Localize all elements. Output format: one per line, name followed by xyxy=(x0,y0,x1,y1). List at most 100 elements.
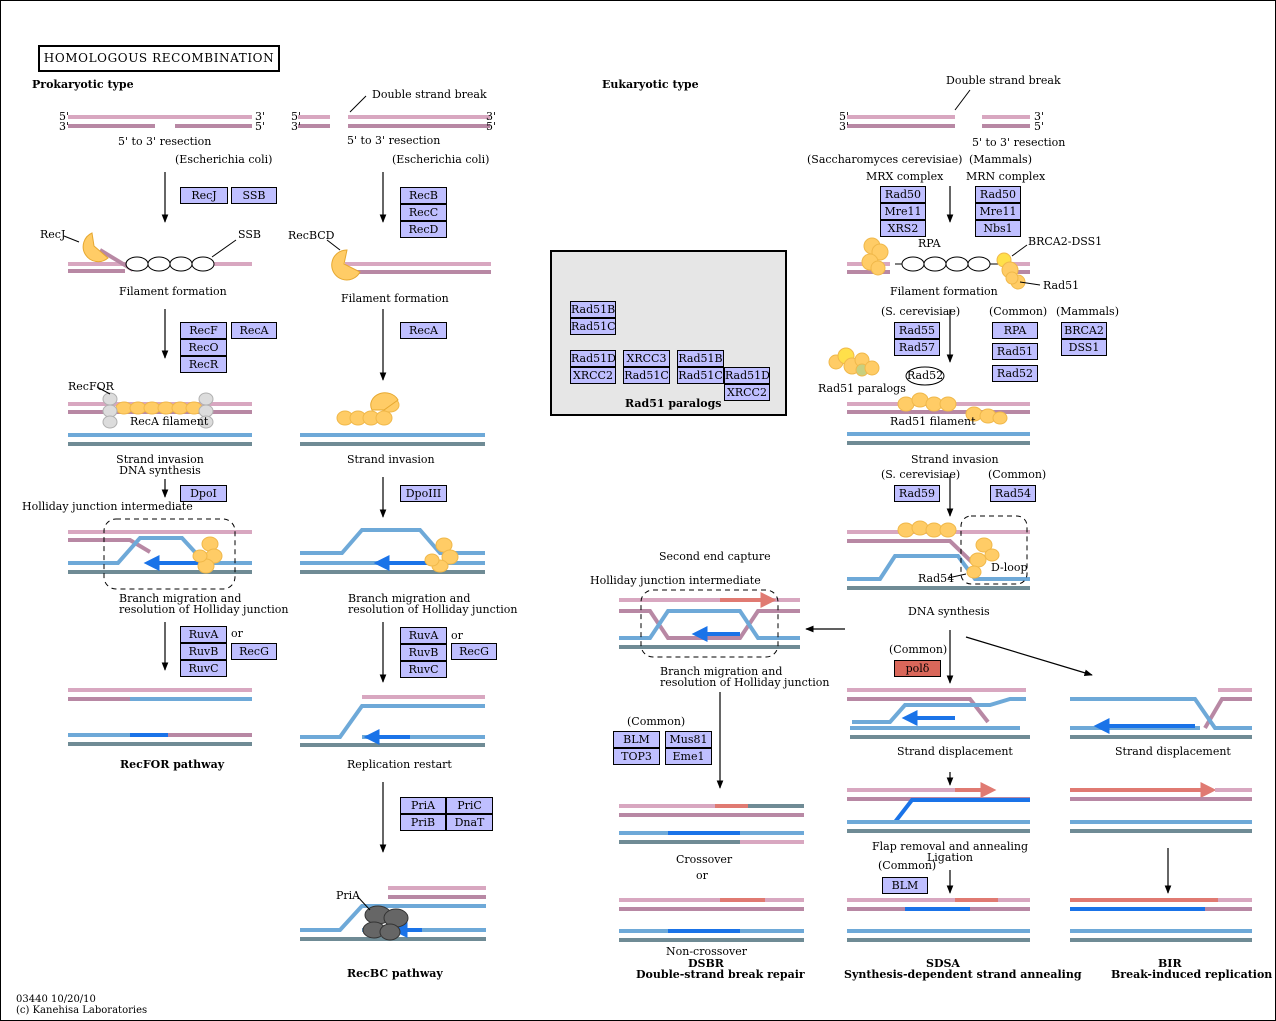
branch-migration-label: Branch migration and resolution of Holli… xyxy=(660,665,830,689)
gene-recg[interactable]: RecG xyxy=(451,643,497,660)
end-5-label: 5' xyxy=(486,120,497,133)
gene-xrcc2[interactable]: XRCC2 xyxy=(724,384,770,401)
gene-brca2[interactable]: BRCA2 xyxy=(1061,322,1107,339)
ssb-label: SSB xyxy=(238,228,261,241)
euk-arrows xyxy=(716,186,1172,894)
gene-rad51d[interactable]: Rad51D xyxy=(570,350,616,367)
gene-xrcc2[interactable]: XRCC2 xyxy=(570,367,616,384)
end-3-label: 3' xyxy=(839,120,850,133)
sdsa-displacement xyxy=(847,688,1030,739)
gene-recj[interactable]: RecJ xyxy=(180,187,228,204)
sdsa-product xyxy=(847,898,1030,942)
map-id: 03440 10/20/10 xyxy=(16,994,96,1005)
common-label: (Common) xyxy=(889,643,948,656)
gene-mus81[interactable]: Mus81 xyxy=(665,731,712,748)
second-end-capture-label: Second end capture xyxy=(659,550,771,563)
end-5-label: 5' xyxy=(59,110,70,123)
rpa-label: RPA xyxy=(918,237,941,250)
gene-pria[interactable]: PriA xyxy=(400,797,446,814)
gene-reca[interactable]: RecA xyxy=(231,322,277,339)
euk-dsb-dna xyxy=(847,89,1030,128)
gene-dpoi[interactable]: DpoI xyxy=(180,485,227,502)
gene-blm[interactable]: BLM xyxy=(613,731,660,748)
rad51-label: Rad51 xyxy=(1043,279,1080,292)
gene-pol-delta[interactable]: polδ xyxy=(894,660,941,677)
holliday-junction-label: Holliday junction intermediate xyxy=(22,500,193,513)
strand-invasion-label: Strand invasion xyxy=(911,453,999,466)
recbc-dsb-dna xyxy=(298,95,490,128)
mammals-label: (Mammals) xyxy=(969,153,1032,166)
gene-mre11[interactable]: Mre11 xyxy=(975,203,1021,220)
holliday-junction-recfor xyxy=(68,518,252,590)
gene-reca[interactable]: RecA xyxy=(400,322,447,339)
gene-recb[interactable]: RecB xyxy=(400,187,447,204)
gene-blm[interactable]: BLM xyxy=(882,877,928,894)
common-label: (Common) xyxy=(988,468,1047,481)
gene-dnat[interactable]: DnaT xyxy=(446,814,493,831)
gene-ruvc[interactable]: RuvC xyxy=(400,661,447,678)
rad54-label: Rad54 xyxy=(918,572,955,585)
gene-reco[interactable]: RecO xyxy=(180,339,227,356)
gene-rad55[interactable]: Rad55 xyxy=(894,322,940,339)
gene-rad51b[interactable]: Rad51B xyxy=(677,350,724,367)
gene-ruvb[interactable]: RuvB xyxy=(400,644,447,661)
branch-migration-label: Branch migration and resolution of Holli… xyxy=(119,592,289,616)
rad51-paralog-group-graphic xyxy=(828,347,880,377)
recfor-product-dna xyxy=(68,688,252,746)
strand-invasion-label: Strand invasion xyxy=(347,453,435,466)
gene-ssb[interactable]: SSB xyxy=(231,187,277,204)
gene-rad59[interactable]: Rad59 xyxy=(894,485,940,502)
gene-xrcc3[interactable]: XRCC3 xyxy=(623,350,670,367)
gene-rad51d[interactable]: Rad51D xyxy=(724,367,770,384)
gene-nbs1[interactable]: Nbs1 xyxy=(975,220,1021,237)
gene-recg[interactable]: RecG xyxy=(231,643,277,660)
gene-ruva[interactable]: RuvA xyxy=(400,627,447,644)
gene-rpa[interactable]: RPA xyxy=(992,322,1038,339)
gene-dss1[interactable]: DSS1 xyxy=(1061,339,1107,356)
gene-dpoiii[interactable]: DpoIII xyxy=(400,485,447,502)
pria-label: PriA xyxy=(336,889,361,902)
recbc-pathway-label: RecBC pathway xyxy=(347,967,443,980)
end-3-label: 3' xyxy=(59,120,70,133)
gene-rad51b[interactable]: Rad51B xyxy=(570,301,616,318)
d-loop-label: D-loop xyxy=(991,561,1028,574)
strand-displacement-label: Strand displacement xyxy=(1115,745,1231,758)
recbc-filament-graphic xyxy=(300,392,485,446)
gene-rad51c[interactable]: Rad51C xyxy=(677,367,724,384)
gene-rad51c[interactable]: Rad51C xyxy=(623,367,670,384)
dsbr-label: DSBR xyxy=(688,957,724,970)
gene-recf[interactable]: RecF xyxy=(180,322,227,339)
gene-prib[interactable]: PriB xyxy=(400,814,446,831)
replication-restart-label: Replication restart xyxy=(347,758,452,771)
gene-rad54[interactable]: Rad54 xyxy=(990,485,1036,502)
dloop-graphic xyxy=(847,515,1030,590)
gene-pric[interactable]: PriC xyxy=(446,797,493,814)
end-3-label: 3' xyxy=(255,110,266,123)
gene-ruvb[interactable]: RuvB xyxy=(180,643,227,660)
rad52-oval-label: Rad52 xyxy=(907,369,944,382)
gene-rad50[interactable]: Rad50 xyxy=(975,186,1021,203)
end-3-label: 3' xyxy=(291,120,302,133)
gene-xrs2[interactable]: XRS2 xyxy=(880,220,926,237)
gene-rad57[interactable]: Rad57 xyxy=(894,339,940,356)
gene-recd[interactable]: RecD xyxy=(400,221,447,238)
gene-top3[interactable]: TOP3 xyxy=(613,748,660,765)
gene-rad52[interactable]: Rad52 xyxy=(992,365,1038,382)
gene-mre11[interactable]: Mre11 xyxy=(880,203,926,220)
bir-displacement xyxy=(1070,688,1252,739)
prokaryotic-heading: Prokaryotic type xyxy=(32,78,134,91)
gene-rad51c[interactable]: Rad51C xyxy=(570,318,616,335)
gene-ruva[interactable]: RuvA xyxy=(180,626,227,643)
gene-eme1[interactable]: Eme1 xyxy=(665,748,712,765)
recfor-pathway-label: RecFOR pathway xyxy=(120,758,225,771)
gene-rad51[interactable]: Rad51 xyxy=(992,343,1038,360)
dsbr-holliday-junction xyxy=(619,589,800,658)
gene-recc[interactable]: RecC xyxy=(400,204,447,221)
filament-formation-label: Filament formation xyxy=(119,285,227,298)
gene-ruvc[interactable]: RuvC xyxy=(180,660,227,677)
gene-recr[interactable]: RecR xyxy=(180,356,227,373)
gene-rad50[interactable]: Rad50 xyxy=(880,186,926,203)
non-crossover-label: Non-crossover xyxy=(666,945,747,958)
common-label: (Common) xyxy=(989,305,1048,318)
